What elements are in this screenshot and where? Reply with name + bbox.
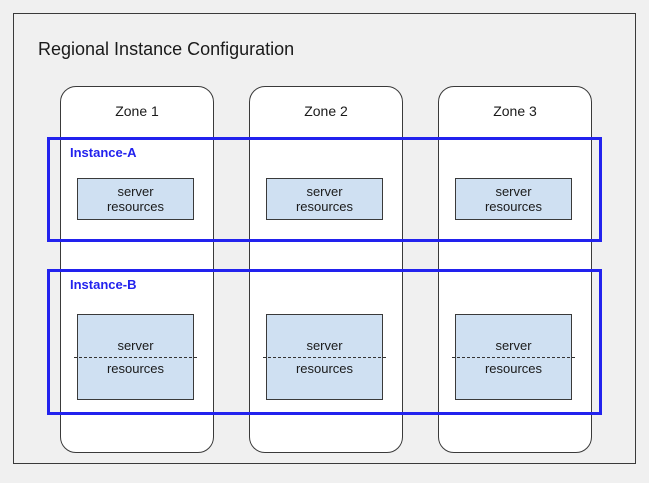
zone-label-2: Zone 2 xyxy=(304,103,348,119)
server-resources-line-top: server xyxy=(306,184,343,199)
server-resources-line-bottom: resources xyxy=(106,361,165,376)
server-resources-line-bottom: resources xyxy=(295,199,354,214)
server-resources-box-b2[interactable]: server resources xyxy=(263,314,386,400)
instance-b-label: Instance-B xyxy=(70,277,137,292)
server-resources-box-b1[interactable]: server resources xyxy=(74,314,197,400)
dashed-divider-icon xyxy=(263,357,386,358)
server-resources-line-bottom: resources xyxy=(106,199,165,214)
server-resources-line-top: server xyxy=(495,184,532,199)
server-resources-line-bottom: resources xyxy=(484,361,543,376)
page-title: Regional Instance Configuration xyxy=(38,39,295,59)
zone-column-2[interactable]: Zone 2 server resources server resources xyxy=(249,86,403,453)
server-resources-box-a2[interactable]: server resources xyxy=(266,178,383,220)
zone-label-1: Zone 1 xyxy=(115,103,159,119)
zone-column-1[interactable]: Zone 1 server resources server resources xyxy=(60,86,214,453)
region-frame: Regional Instance Configuration Zone 1 s… xyxy=(13,13,636,464)
server-resources-line-top: server xyxy=(117,184,154,199)
server-resources-box-a1[interactable]: server resources xyxy=(77,178,194,220)
server-resources-line-top: server xyxy=(495,338,532,353)
instance-a-label: Instance-A xyxy=(70,145,137,160)
server-resources-line-top: server xyxy=(306,338,343,353)
zone-column-3[interactable]: Zone 3 server resources server resources xyxy=(438,86,592,453)
zone-label-3: Zone 3 xyxy=(493,103,537,119)
server-resources-line-bottom: resources xyxy=(295,361,354,376)
dashed-divider-icon xyxy=(452,357,575,358)
server-resources-line-top: server xyxy=(117,338,154,353)
server-resources-box-b3[interactable]: server resources xyxy=(452,314,575,400)
server-resources-line-bottom: resources xyxy=(484,199,543,214)
dashed-divider-icon xyxy=(74,357,197,358)
server-resources-box-a3[interactable]: server resources xyxy=(455,178,572,220)
